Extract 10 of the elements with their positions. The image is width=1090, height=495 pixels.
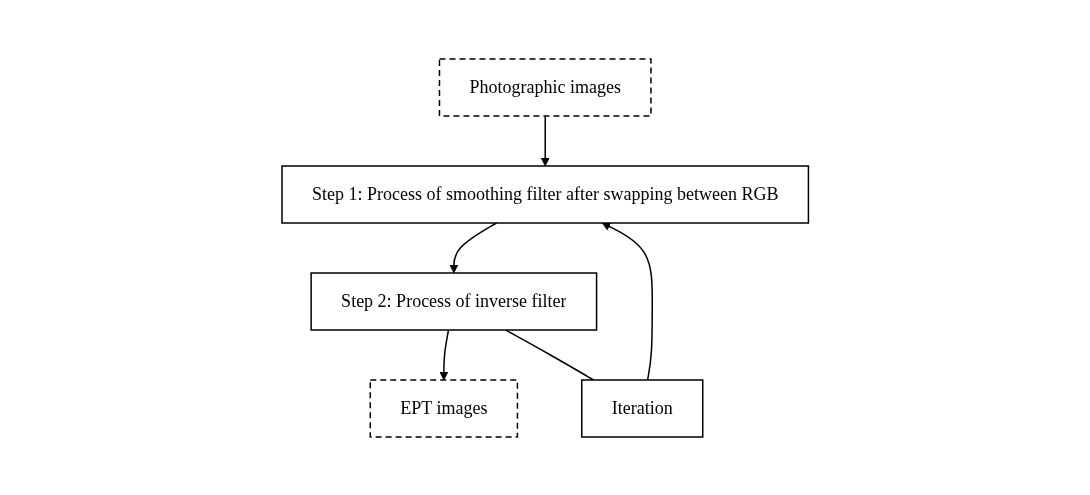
arrow (601, 222, 653, 381)
connector (504, 328, 595, 381)
node-box: Step 2: Process of inverse filter (310, 271, 598, 331)
node-box: Step 1: Process of smoothing filter after swapping between RGB (281, 164, 809, 224)
node-box: Iteration (580, 378, 704, 438)
node-box: EPT images (369, 378, 518, 438)
arrow (439, 328, 450, 380)
arrow (449, 221, 498, 273)
node-box: Photographic images (438, 57, 652, 117)
arrow (540, 114, 550, 166)
